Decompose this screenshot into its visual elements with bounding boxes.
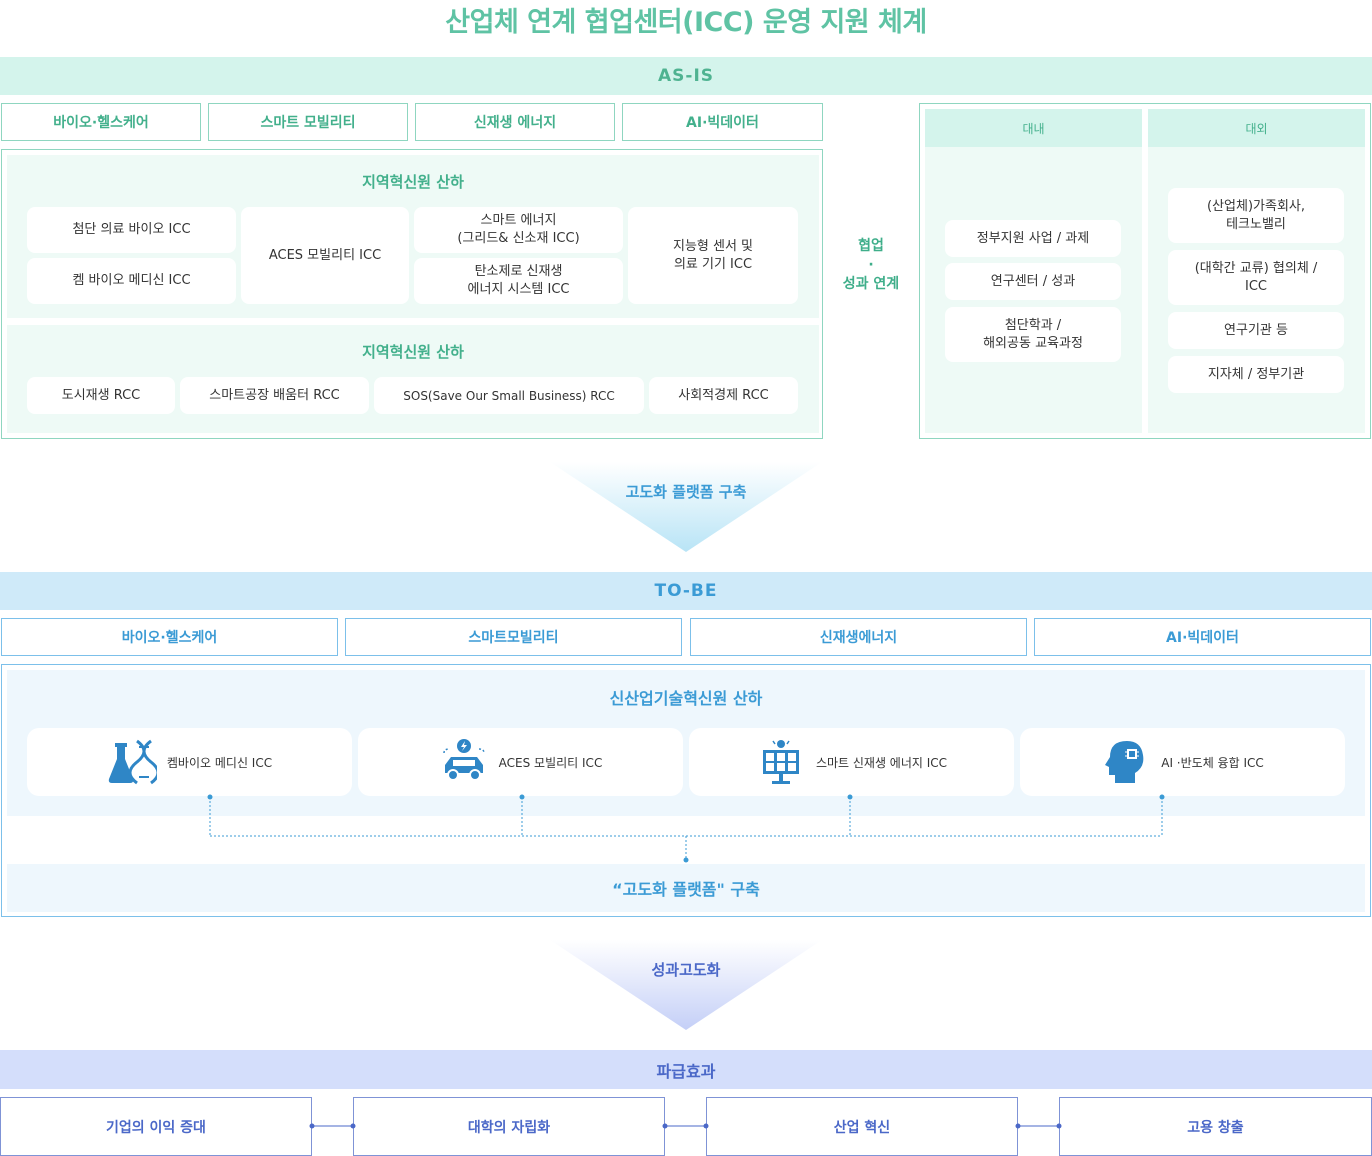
arrow-label-platform: 고도화 플랫폼 구축 (625, 482, 747, 501)
solar-panel-icon (762, 740, 799, 784)
effect-bar: 파급효과 (0, 1050, 1372, 1089)
tobe-section-title: 신산업기술혁신원 산하 (609, 689, 763, 708)
asis-rcc-box: 스마트공장 배움터 RCC (180, 377, 369, 414)
tobe-icc-card: AI ·반도체 융합 ICC (1020, 728, 1345, 796)
asis-bar: AS-IS (0, 57, 1372, 95)
down-arrow-icon (550, 462, 822, 552)
internal-header: 대내 (925, 109, 1142, 147)
tobe-icc-card: ACES 모빌리티 ICC (358, 728, 683, 796)
tobe-icc-label: ACES 모빌리티 ICC (498, 755, 603, 770)
asis-icc-section-title: 지역혁신원 산하 (362, 172, 464, 191)
external-item: (산업체)가족회사, 테크노밸리 (1168, 188, 1344, 243)
asis-icc-box: ACES 모빌리티 ICC (241, 207, 409, 304)
internal-item: 연구센터 / 성과 (945, 263, 1121, 300)
external-item: 지자체 / 정부기관 (1168, 356, 1344, 393)
arrow-label-performance: 성과고도화 (651, 960, 721, 979)
asis-rcc-section-title: 지역혁신원 산하 (362, 342, 464, 361)
asis-category-mobility: 스마트 모빌리티 (208, 103, 408, 141)
tobe-icc-label: AI ·반도체 융합 ICC (1161, 755, 1264, 770)
effect-item: 고용 창출 (1059, 1097, 1372, 1156)
asis-icc-box: 첨단 의료 바이오 ICC (27, 207, 236, 253)
internal-item: 첨단학과 / 해외공동 교육과정 (945, 307, 1121, 362)
asis-rcc-box: 도시재생 RCC (27, 377, 175, 414)
external-item: (대학간 교류) 협의체 / ICC (1168, 250, 1344, 305)
platform-label: “고도화 플랫폼" 구축 (7, 864, 1365, 912)
tobe-icc-card: 켐바이오 메디신 ICC (27, 728, 352, 796)
tobe-category-ai: AI·빅데이터 (1034, 618, 1371, 656)
electric-car-icon (442, 739, 485, 781)
asis-icc-box: 스마트 에너지 (그리드& 신소재 ICC) (414, 207, 623, 253)
external-item: 연구기관 등 (1168, 312, 1344, 349)
asis-category-energy: 신재생 에너지 (415, 103, 615, 141)
tobe-category-mobility: 스마트모빌리티 (345, 618, 682, 656)
tobe-bar: TO-BE (0, 572, 1372, 610)
asis-category-bio: 바이오·헬스케어 (1, 103, 201, 141)
page-title: 산업체 연계 협업센터(ICC) 운영 지원 체계 (445, 6, 927, 38)
asis-icc-box: 지능형 센서 및 의료 기기 ICC (628, 207, 798, 304)
asis-icc-box: 켐 바이오 메디신 ICC (27, 258, 236, 304)
asis-icc-box: 탄소제로 신재생 에너지 시스템 ICC (414, 258, 623, 304)
effect-item: 대학의 자립화 (353, 1097, 665, 1156)
asis-rcc-box: SOS(Save Our Small Business) RCC (374, 377, 644, 414)
ai-head-chip-icon (1105, 741, 1144, 783)
collaboration-label: 협업 · 성과 연계 (842, 237, 900, 292)
down-arrow-icon (550, 940, 822, 1030)
asis-category-ai: AI·빅데이터 (622, 103, 823, 141)
tobe-category-energy: 신재생에너지 (690, 618, 1027, 656)
effect-connectors (309, 1123, 1062, 1129)
tobe-icc-card: 스마트 신재생 에너지 ICC (689, 728, 1014, 796)
internal-item: 정부지원 사업 / 과제 (945, 220, 1121, 257)
tobe-icc-label: 스마트 신재생 에너지 ICC (815, 755, 948, 770)
connector-lines (207, 794, 1165, 863)
external-header: 대외 (1148, 109, 1365, 147)
asis-rcc-box: 사회적경제 RCC (649, 377, 798, 414)
tobe-icc-label: 켐바이오 메디신 ICC (166, 755, 273, 770)
tobe-category-bio: 바이오·헬스케어 (1, 618, 338, 656)
effect-item: 산업 혁신 (706, 1097, 1018, 1156)
flask-dna-icon (108, 739, 157, 785)
